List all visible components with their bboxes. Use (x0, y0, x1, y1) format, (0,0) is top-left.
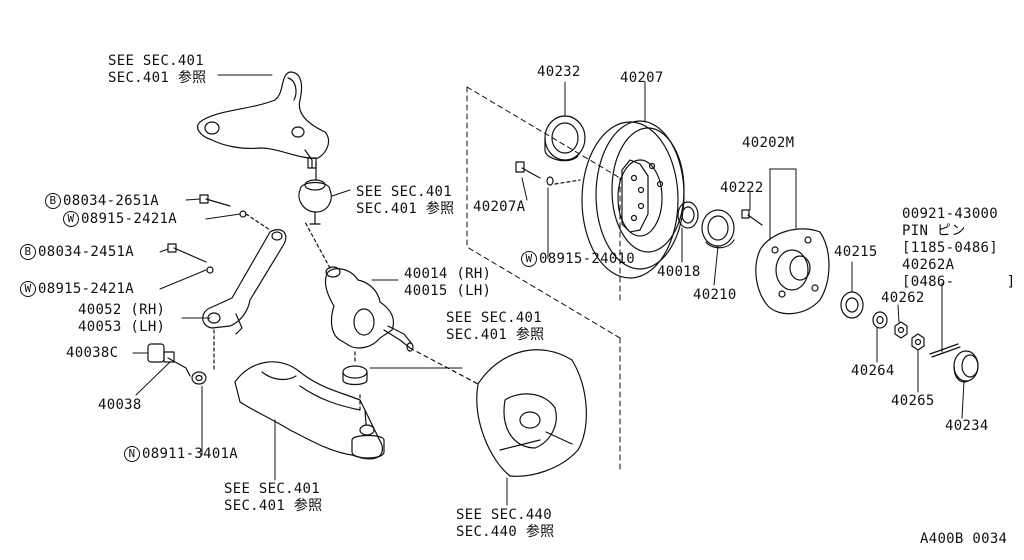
ref-text-jp: SEC.401 参照 (446, 327, 545, 343)
pin-name: PIN ピン (902, 223, 966, 239)
part-number: 08915-24010 (539, 251, 636, 267)
leader-lines (132, 74, 965, 506)
ref-sec401-a: SEE SEC.401 SEC.401 参照 (108, 53, 206, 87)
seal-40232 (544, 115, 586, 162)
washer-marker: W (63, 211, 79, 227)
part-40052: 40052 (RH) (78, 302, 166, 318)
part-label-40018: 40018 (657, 264, 701, 280)
part-40015: 40015 (LH) (404, 283, 492, 299)
knuckle-arm (202, 229, 287, 335)
part-label-40207A: 40207A (473, 199, 526, 215)
part-label-40038C: 40038C (66, 345, 119, 361)
lower-control-arm (234, 361, 385, 460)
splash-shield (409, 347, 587, 477)
part-label-40265: 40265 (891, 393, 935, 409)
grease-cap-40234 (953, 350, 979, 383)
part-label-40232: 40232 (537, 64, 581, 80)
ref-sec401-d: SEE SEC.401 SEC.401 参照 (224, 481, 322, 515)
pin-alt-part-number: 40262A (902, 257, 955, 273)
part-label-40234: 40234 (945, 418, 989, 434)
ref-sec440: SEE SEC.440 SEC.440 参照 (456, 507, 554, 541)
wheel-hub (741, 209, 830, 315)
ref-text-jp: SEC.440 参照 (456, 524, 555, 540)
upper-control-arm (197, 71, 330, 169)
bolt-marker: B (45, 193, 61, 209)
bolt-40207A (515, 161, 581, 186)
washer-40264 (872, 311, 888, 329)
cotter-pin (929, 343, 961, 358)
part-label-40264: 40264 (851, 363, 895, 379)
part-number: 08911-3401A (142, 446, 239, 462)
ref-text-jp: SEC.401 参照 (356, 201, 455, 217)
bearing-40215 (840, 291, 864, 319)
ref-text-en: SEE SEC.401 (356, 184, 453, 200)
part-number: 08034-2651A (63, 193, 160, 209)
washer-marker: W (521, 251, 537, 267)
upper-ball-joint (298, 161, 332, 225)
pin-alt-date-range: [0486- ] (902, 274, 1016, 290)
part-label-40038: 40038 (98, 397, 142, 413)
ref-text-en: SEE SEC.401 (108, 53, 205, 69)
part-label-40202M: 40202M (742, 135, 795, 151)
pin-part-number: 00921-43000 (902, 206, 999, 222)
dust-seal (342, 351, 368, 386)
bolt-marker: B (20, 244, 36, 260)
ref-text-jp: SEC.401 参照 (224, 498, 323, 514)
part-label-40052-40053: 40052 (RH) 40053 (LH) (78, 302, 165, 336)
part-label-40014-40015: 40014 (RH) 40015 (LH) (404, 266, 491, 300)
bearing-40018 (677, 201, 699, 229)
part-label-40210: 40210 (693, 287, 737, 303)
pin-date-range: [1185-0486] (902, 240, 999, 256)
bearing-40210 (701, 209, 735, 249)
part-label-40207: 40207 (620, 70, 664, 86)
nut-marker: N (124, 446, 140, 462)
assembly-dashed-frame (466, 86, 621, 471)
ref-text-en: SEE SEC.401 (446, 310, 543, 326)
ref-text-en: SEE SEC.440 (456, 507, 553, 523)
steering-knuckle (304, 221, 414, 352)
ref-sec401-c: SEE SEC.401 SEC.401 参照 (446, 310, 544, 344)
ref-text-en: SEE SEC.401 (224, 481, 321, 497)
part-label-00921-43000: 00921-43000 PIN ピン [1185-0486] 40262A [0… (902, 206, 1015, 291)
brake-rotor (581, 120, 685, 279)
part-40053: 40053 (LH) (78, 319, 166, 335)
ref-sec401-b: SEE SEC.401 SEC.401 参照 (356, 184, 454, 218)
washer-marker: W (20, 281, 36, 297)
part-number: 08915-2421A (81, 211, 178, 227)
small-parts-left (147, 329, 215, 385)
part-number: 08034-2451A (38, 244, 135, 260)
diagram-code: A400B 0034 (920, 531, 1008, 547)
part-label-40262: 40262 (881, 290, 925, 306)
bolts-left (167, 194, 271, 274)
part-40014: 40014 (RH) (404, 266, 492, 282)
nuts-40262-40265 (894, 321, 925, 351)
part-number: 08915-2421A (38, 281, 135, 297)
part-label-40222: 40222 (720, 180, 764, 196)
part-label-40215: 40215 (834, 244, 878, 260)
ref-text-jp: SEC.401 参照 (108, 70, 207, 86)
